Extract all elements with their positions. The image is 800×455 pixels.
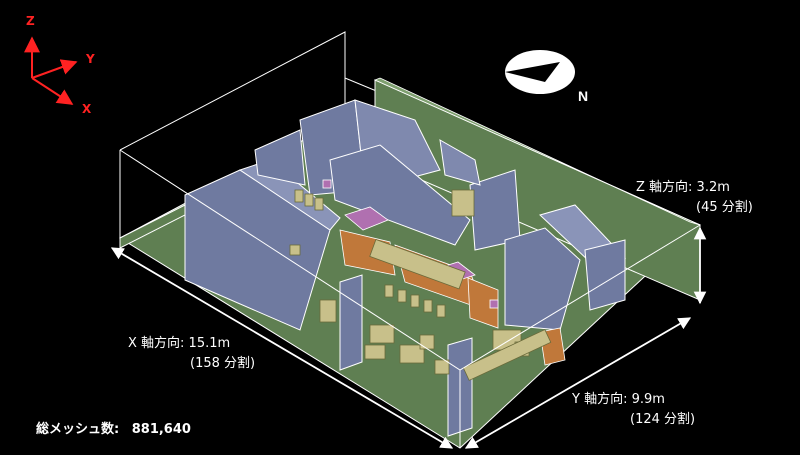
north-label: N: [578, 88, 589, 104]
axis-triad: [24, 36, 78, 105]
z-dimension-divisions: (45 分割): [696, 200, 753, 215]
y-axis-arrow: [31, 59, 78, 79]
x-dimension-label: X 軸方向: 15.1m: [128, 336, 231, 351]
y-dimension-divisions: (124 分割): [630, 412, 696, 427]
compass-icon: [505, 50, 575, 94]
right-wall-top: [373, 77, 701, 226]
z-dimension-label: Z 軸方向: 3.2m: [636, 180, 730, 195]
x-axis-label: X: [82, 102, 92, 116]
total-mesh-count: 総メッシュ数: 881,640: [36, 418, 191, 437]
total-mesh-value: 881,640: [131, 422, 191, 437]
y-dimension-arrow: [464, 317, 692, 449]
y-axis-label: Y: [86, 52, 95, 66]
x-dimension-arrow: [110, 247, 454, 449]
x-dimension-divisions: (158 分割): [190, 356, 256, 371]
z-axis-label: Z: [26, 14, 35, 28]
total-mesh-label: 総メッシュ数:: [36, 422, 120, 437]
x-axis-arrow: [31, 77, 74, 105]
y-dimension-label: Y 軸方向: 9.9m: [572, 392, 665, 407]
room-outline-front: [119, 149, 701, 448]
